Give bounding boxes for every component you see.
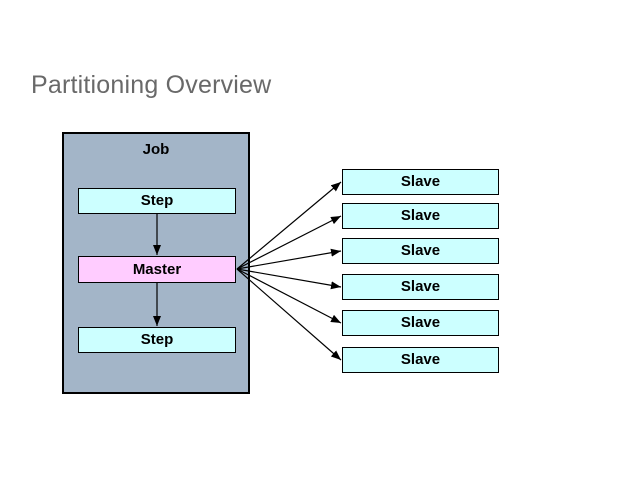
- slave-box-1: Slave: [342, 169, 499, 195]
- arrow-master-to-slave-3: [236, 248, 342, 270]
- arrow-master-to-slave-5: [236, 268, 342, 324]
- job-label: Job: [142, 141, 170, 158]
- master-box: Master: [78, 256, 236, 283]
- slave-box-6: Slave: [342, 347, 499, 373]
- slave-box-4: Slave: [342, 274, 499, 300]
- slide-title: Partitioning Overview: [31, 71, 272, 99]
- step-bottom-box: Step: [78, 327, 236, 353]
- arrow-master-to-slave-6: [236, 268, 342, 361]
- step-top-box: Step: [78, 188, 236, 214]
- slave-box-3: Slave: [342, 238, 499, 264]
- arrow-master-to-slave-4: [236, 268, 342, 290]
- slave-box-5: Slave: [342, 310, 499, 336]
- arrow-master-to-slave-2: [236, 215, 342, 270]
- arrow-master-to-slave-1: [236, 181, 342, 270]
- slave-box-2: Slave: [342, 203, 499, 229]
